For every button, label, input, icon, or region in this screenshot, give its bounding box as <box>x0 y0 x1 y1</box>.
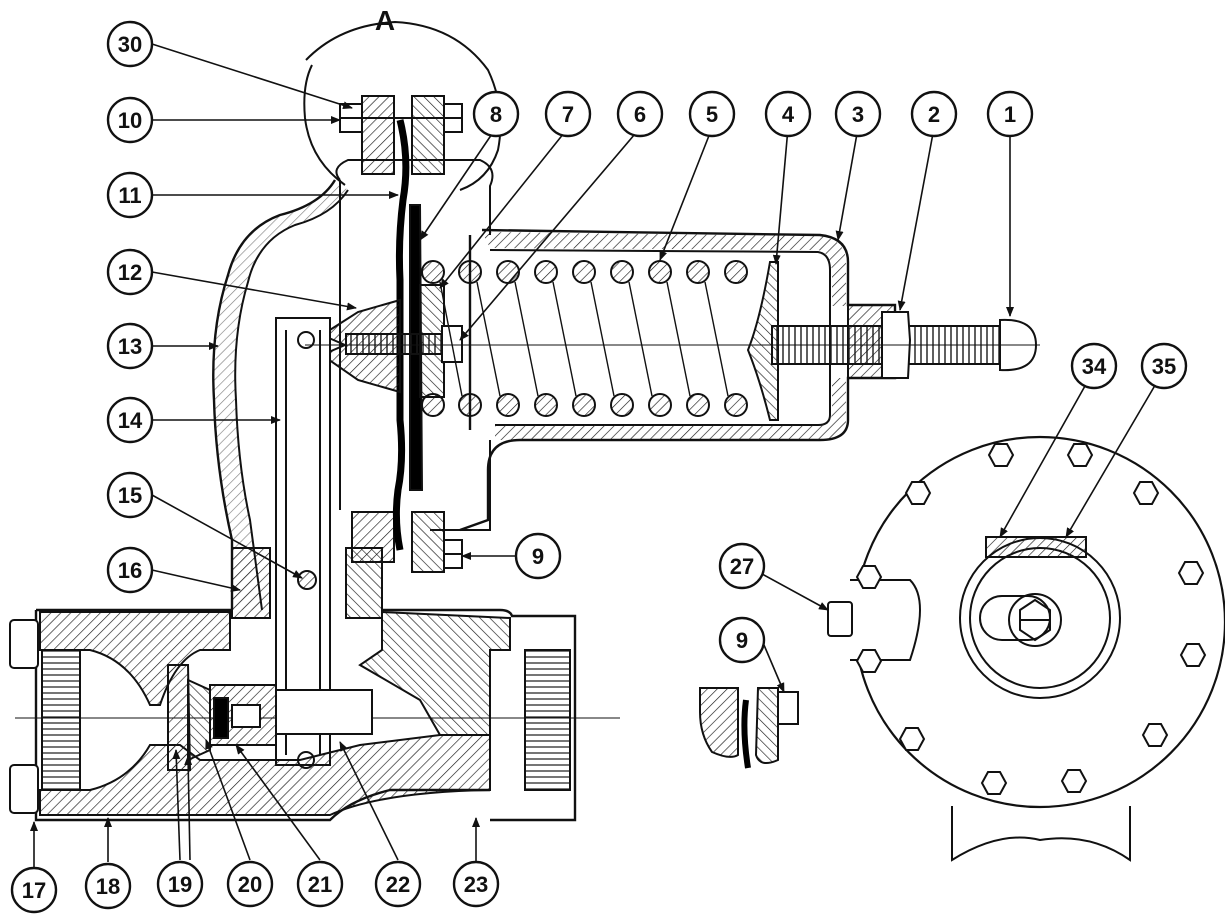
callout-3: 3 <box>834 90 882 138</box>
end-view-bore <box>959 537 1121 699</box>
svg-text:21: 21 <box>308 872 332 897</box>
svg-text:19: 19 <box>168 872 192 897</box>
neck-right <box>345 547 383 619</box>
callout-14: 14 <box>106 396 154 444</box>
end-view-plug <box>827 601 853 637</box>
callout-12: 12 <box>106 248 154 296</box>
end-view-bolts <box>855 443 1207 795</box>
svg-text:27: 27 <box>730 554 754 579</box>
svg-text:5: 5 <box>706 102 718 127</box>
callout-2: 2 <box>910 90 958 138</box>
body-hatch-right <box>358 610 511 736</box>
svg-text:14: 14 <box>118 408 143 433</box>
svg-text:7: 7 <box>562 102 574 127</box>
callout-13: 13 <box>106 322 154 370</box>
svg-text:6: 6 <box>634 102 646 127</box>
svg-text:11: 11 <box>118 183 141 208</box>
callout-9-main: 9 <box>514 532 562 580</box>
callout-27: 27 <box>718 542 766 590</box>
end-view-base <box>951 806 1131 862</box>
disc-retainer <box>231 704 261 728</box>
callout-30: 30 <box>106 20 154 68</box>
callout-10: 10 <box>106 96 154 144</box>
svg-text:30: 30 <box>118 32 142 57</box>
callout-11: 11 <box>106 171 154 219</box>
inlet-plug-top <box>9 619 39 669</box>
end-view-hex-nut <box>1019 598 1051 642</box>
detail-a-marker: A <box>303 5 502 191</box>
bonnet-wall-hatch <box>482 232 846 306</box>
callout-21: 21 <box>296 860 344 908</box>
svg-text:8: 8 <box>490 102 502 127</box>
svg-text:20: 20 <box>238 872 262 897</box>
svg-text:10: 10 <box>118 108 142 133</box>
callout-5: 5 <box>688 90 736 138</box>
upper-flange-right <box>411 95 445 175</box>
upper-flange-left <box>361 95 395 175</box>
end-view-hub <box>1008 593 1062 647</box>
callout-6: 6 <box>616 90 664 138</box>
svg-text:16: 16 <box>118 558 142 583</box>
callout-17: 17 <box>10 866 58 914</box>
lever-pivot-pin <box>297 570 317 590</box>
callout-23: 23 <box>452 860 500 908</box>
detail-label-a: A <box>375 5 395 36</box>
lower-flange-right <box>411 511 445 573</box>
stem-bolt <box>345 333 443 355</box>
callout-8: 8 <box>472 90 520 138</box>
stem-link <box>275 689 373 735</box>
end-view-nameplate <box>985 536 1087 558</box>
svg-text:9: 9 <box>532 544 544 569</box>
diaphragm <box>392 119 410 551</box>
leader-lines <box>30 43 1165 868</box>
callout-34: 34 <box>1070 342 1118 390</box>
callout-9-detail: 9 <box>718 616 766 664</box>
inlet-plug-bottom <box>9 764 39 814</box>
svg-text:34: 34 <box>1082 354 1107 379</box>
detail-view-flange <box>699 687 799 769</box>
svg-text:23: 23 <box>464 872 488 897</box>
svg-text:1: 1 <box>1004 102 1016 127</box>
svg-text:9: 9 <box>736 628 748 653</box>
main-spring <box>421 260 748 417</box>
svg-text:15: 15 <box>118 483 142 508</box>
orifice-seat <box>187 678 211 762</box>
svg-text:18: 18 <box>96 874 120 899</box>
svg-text:4: 4 <box>782 102 795 127</box>
neck-left <box>231 547 271 619</box>
orifice <box>167 664 192 771</box>
svg-text:17: 17 <box>22 878 46 903</box>
callout-22: 22 <box>374 860 422 908</box>
end-view-body-neck <box>850 579 921 661</box>
callout-18: 18 <box>84 862 132 910</box>
svg-text:12: 12 <box>118 260 142 285</box>
valve-disc <box>213 697 229 739</box>
callout-7: 7 <box>544 90 592 138</box>
main-section-view <box>9 95 1040 822</box>
svg-text:22: 22 <box>386 872 410 897</box>
adjusting-spring-seat <box>746 261 779 421</box>
lever-top-pin <box>297 331 315 349</box>
svg-text:35: 35 <box>1152 354 1176 379</box>
callout-16: 16 <box>106 546 154 594</box>
body-hatch-top <box>39 611 231 706</box>
end-view <box>827 435 1225 862</box>
svg-text:2: 2 <box>928 102 940 127</box>
callout-15: 15 <box>106 471 154 519</box>
callout-4: 4 <box>764 90 812 138</box>
svg-text:3: 3 <box>852 102 864 127</box>
end-view-inner-bore <box>969 547 1111 689</box>
svg-text:13: 13 <box>118 334 142 359</box>
callouts: 30 10 11 12 13 14 15 16 17 18 19 20 21 2… <box>10 20 1188 914</box>
callout-19: 19 <box>156 860 204 908</box>
outlet-threads <box>524 649 571 791</box>
callout-20: 20 <box>226 860 274 908</box>
callout-35: 35 <box>1140 342 1188 390</box>
body-hatch-bottom <box>39 734 491 816</box>
inlet-threads <box>41 649 81 791</box>
callout-1: 1 <box>986 90 1034 138</box>
